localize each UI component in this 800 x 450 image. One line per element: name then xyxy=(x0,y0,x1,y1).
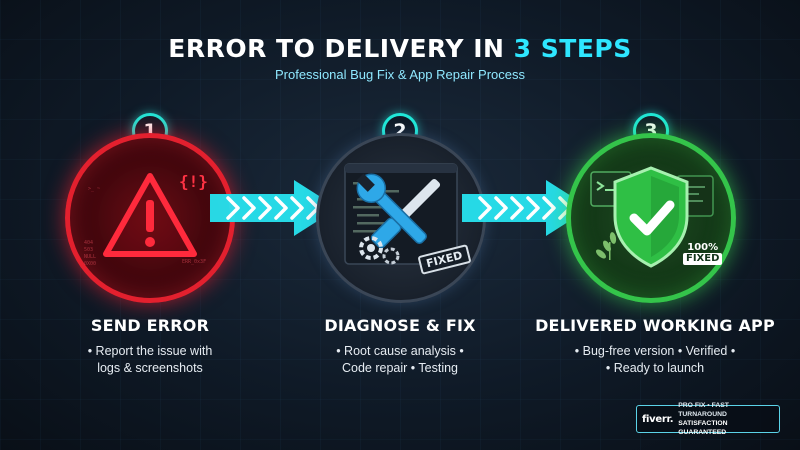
step-3-title: DELIVERED WORKING APP xyxy=(535,316,775,335)
step-2-circle: FIXED xyxy=(316,133,486,303)
shield-check-icon xyxy=(590,166,714,268)
step-3-description: • Bug-free version • Verified • • Ready … xyxy=(574,344,736,375)
step-3-circle: 100% FIXED xyxy=(566,133,736,303)
wrench-screwdriver-icon xyxy=(344,163,458,265)
guarantee-badge: fiverr. PRO FIX • FAST TURNAROUND SATISF… xyxy=(636,402,780,436)
error-code-icon: {!} xyxy=(179,172,208,191)
step-2-description: • Root cause analysis • Code repair • Te… xyxy=(336,344,464,375)
fixed-100-stamp: 100% FIXED xyxy=(683,242,723,265)
guarantee-text: PRO FIX • FAST TURNAROUND SATISFACTION G… xyxy=(678,402,729,436)
step-1-description: • Report the issue with logs & screensho… xyxy=(87,344,213,375)
title-accent: 3 STEPS xyxy=(513,34,632,63)
arrow-step-2-to-3 xyxy=(462,180,590,236)
svg-text:404: 404 xyxy=(84,240,93,246)
step-2-title: DIAGNOSE & FIX xyxy=(324,316,476,335)
svg-text:>_ ~: >_ ~ xyxy=(88,186,100,192)
svg-text:0X00: 0X00 xyxy=(84,261,96,267)
stamp-fixed: FIXED xyxy=(683,253,723,265)
svg-text:NULL: NULL xyxy=(84,254,96,260)
svg-text:ERR_0x3F: ERR_0x3F xyxy=(182,259,206,265)
page-title: ERROR TO DELIVERY IN 3 STEPS xyxy=(168,34,632,63)
step-1-title: SEND ERROR xyxy=(90,316,210,335)
fiverr-logo: fiverr. xyxy=(642,413,674,425)
page-subtitle: Professional Bug Fix & App Repair Proces… xyxy=(274,67,525,82)
stamp-percent: 100% xyxy=(687,242,719,253)
svg-text:503: 503 xyxy=(84,247,93,253)
warning-triangle-icon: >_ ~ 404 503 NULL 0X00 ERR_0x3F xyxy=(84,173,206,267)
